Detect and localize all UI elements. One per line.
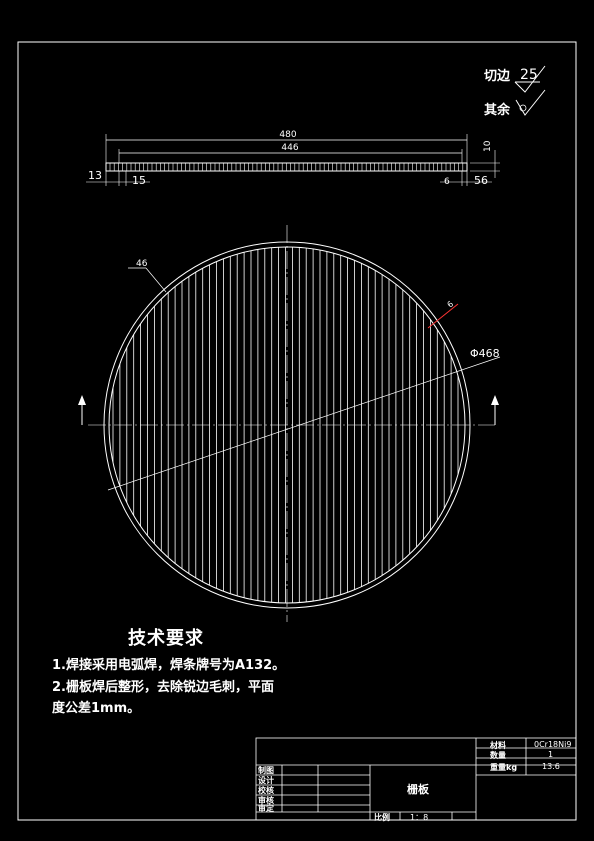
dim-inner: 446 xyxy=(281,143,298,153)
role-drafter: 制图 xyxy=(258,766,274,775)
role-designer: 设计 xyxy=(258,776,274,785)
role-approver: 审定 xyxy=(258,804,274,813)
scale-label: 比例 xyxy=(374,813,390,822)
side-view: 480 446 10 13 15 6 56 xyxy=(86,130,500,187)
plan-view: Φ468 46 6 xyxy=(78,225,501,622)
role-checker: 校核 xyxy=(258,786,274,795)
weight-label: 重量kg xyxy=(490,763,518,772)
quantity-label: 数量 xyxy=(490,751,506,760)
title-block xyxy=(255,737,577,821)
tech-requirement-line-1: 1.焊接采用电弧焊，焊条牌号为A132。 xyxy=(52,658,286,673)
dim-height: 10 xyxy=(483,140,493,152)
dim-left-pitch: 15 xyxy=(132,174,146,187)
spacing-label: 6 xyxy=(446,299,456,309)
tech-requirement-line-3: 度公差1mm。 xyxy=(52,701,141,716)
tech-requirement-line-2: 2.栅板焊后整形，去除锐边毛刺，平面 xyxy=(52,680,274,695)
tech-requirements-title: 技术要求 xyxy=(128,628,204,649)
weight-value: 13.6 xyxy=(542,762,560,771)
material-value: 0Cr18Ni9 xyxy=(534,740,572,749)
section-arrow-left-icon xyxy=(78,395,86,405)
bar-count-label: 46 xyxy=(136,259,148,269)
dim-right-gap: 6 xyxy=(444,177,450,187)
diameter-leader xyxy=(107,356,501,491)
side-view-bars xyxy=(109,163,464,171)
section-arrow-right-icon xyxy=(491,395,499,405)
dim-left-gap: 13 xyxy=(88,169,102,182)
roughness-symbols: 切边 25 其余 xyxy=(484,65,546,118)
bar-count-leader xyxy=(145,267,167,293)
part-name: 栅板 xyxy=(407,783,429,796)
scale-value: 1：8 xyxy=(410,813,429,822)
material-label: 材料 xyxy=(490,741,506,750)
dim-right-edge: 56 xyxy=(474,174,488,187)
spacing-leader xyxy=(427,303,459,329)
roughness-no-removal-icon xyxy=(515,89,546,116)
quantity-value: 1 xyxy=(548,750,554,759)
role-reviewer: 审核 xyxy=(258,796,274,805)
cut-edge-label: 切边 xyxy=(484,69,511,84)
roughness-symbol-icon xyxy=(514,65,546,93)
diameter-label: Φ468 xyxy=(470,347,500,360)
cut-edge-value: 25 xyxy=(520,67,538,83)
dim-overall: 480 xyxy=(279,130,296,140)
other-label: 其余 xyxy=(484,102,511,118)
